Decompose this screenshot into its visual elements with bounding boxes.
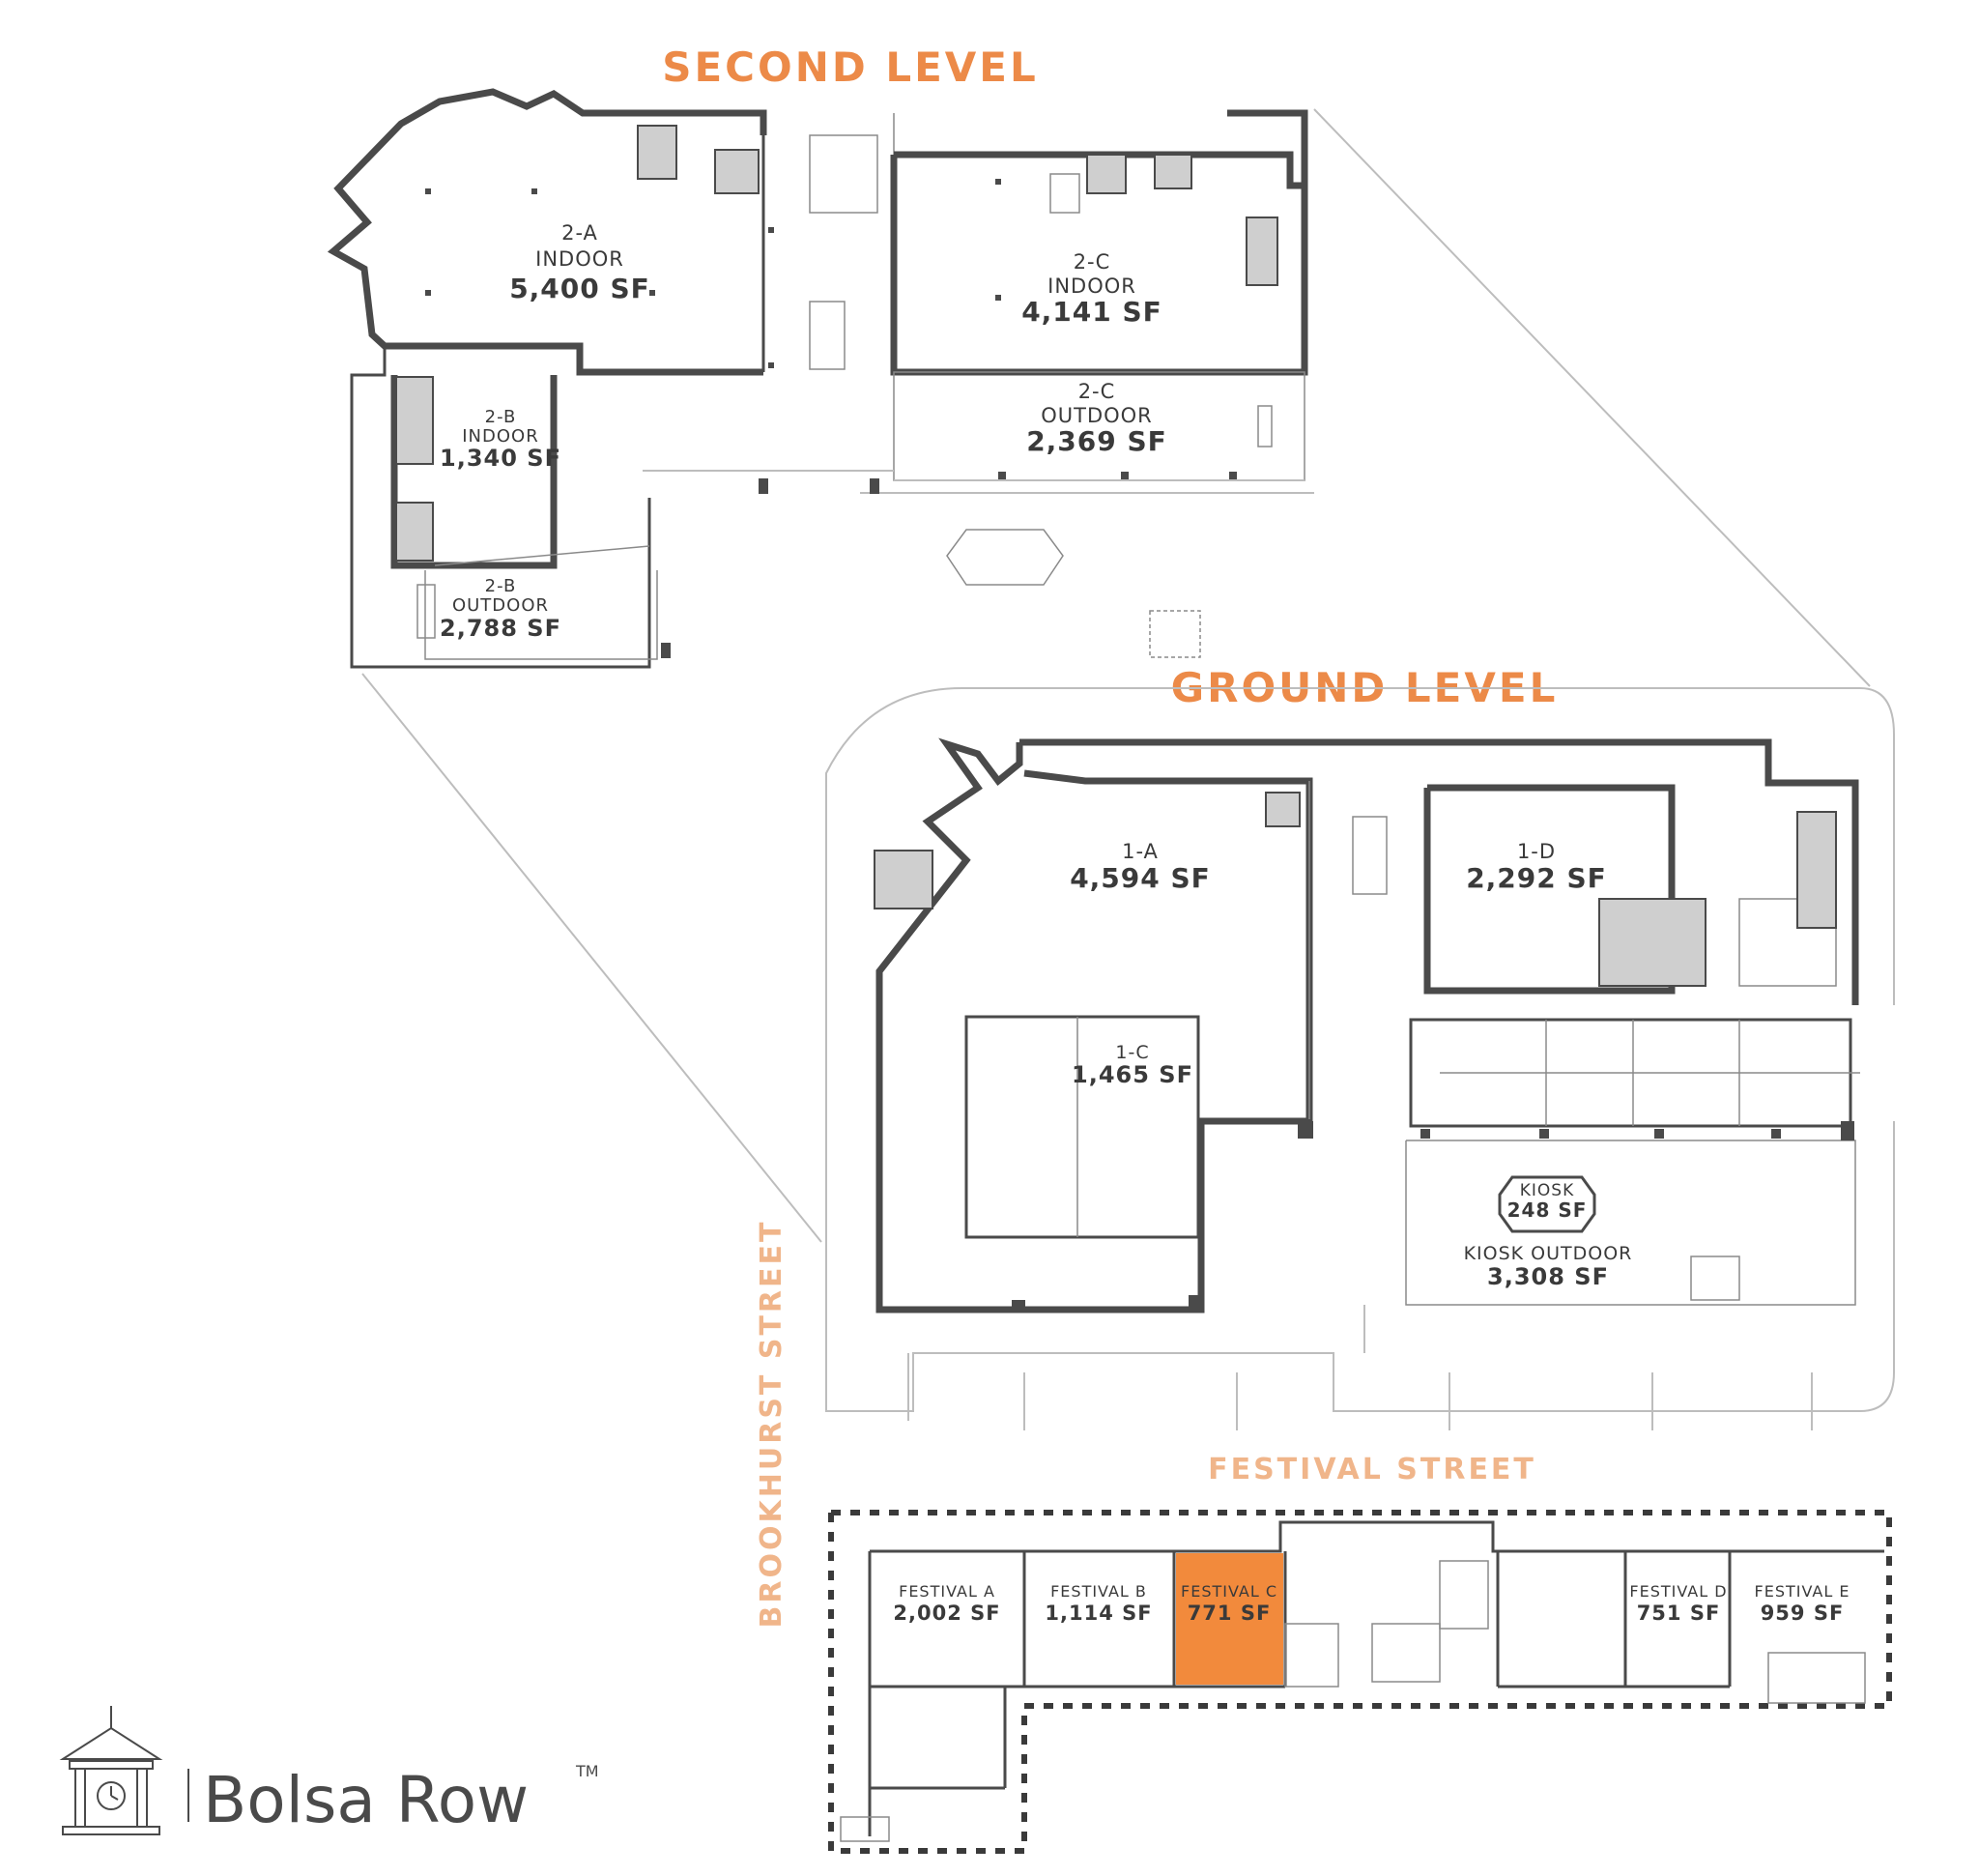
kiosk: KIOSK 248 SF	[1507, 1181, 1588, 1222]
kiosk-outdoor: KIOSK OUTDOOR 3,308 SF	[1464, 1243, 1633, 1290]
svg-text:4,141 SF: 4,141 SF	[1021, 296, 1162, 328]
clock-tower-icon	[59, 1706, 163, 1835]
festival-building-plan	[828, 1510, 1892, 1854]
svg-text:2-B: 2-B	[485, 576, 517, 596]
svg-text:FESTIVAL E: FESTIVAL E	[1755, 1582, 1850, 1601]
svg-text:KIOSK OUTDOOR: KIOSK OUTDOOR	[1464, 1243, 1633, 1264]
svg-text:4,594 SF: 4,594 SF	[1070, 862, 1211, 894]
unit-2b-outdoor: 2-B OUTDOOR 2,788 SF	[440, 576, 561, 642]
level-connector-lines	[361, 108, 1871, 1243]
svg-text:1-C: 1-C	[1115, 1042, 1149, 1063]
svg-text:2-B: 2-B	[485, 407, 517, 427]
svg-text:INDOOR: INDOOR	[535, 247, 624, 271]
svg-text:INDOOR: INDOOR	[462, 426, 538, 447]
svg-text:751 SF: 751 SF	[1637, 1602, 1721, 1625]
second-level-plan	[327, 88, 1314, 669]
unit-festival-a: FESTIVAL A 2,002 SF	[893, 1582, 1000, 1625]
svg-text:KIOSK: KIOSK	[1520, 1181, 1574, 1200]
svg-text:2,292 SF: 2,292 SF	[1466, 862, 1607, 894]
festival-c-highlight	[1176, 1553, 1283, 1685]
svg-text:5,400 SF: 5,400 SF	[509, 273, 650, 304]
svg-text:2,369 SF: 2,369 SF	[1026, 425, 1167, 457]
svg-text:FESTIVAL D: FESTIVAL D	[1629, 1582, 1727, 1601]
svg-text:3,308 SF: 3,308 SF	[1487, 1263, 1609, 1290]
svg-text:1,340 SF: 1,340 SF	[440, 445, 561, 472]
unit-1d: 1-D 2,292 SF	[1466, 840, 1607, 894]
svg-text:248 SF: 248 SF	[1507, 1198, 1588, 1222]
svg-text:FESTIVAL B: FESTIVAL B	[1050, 1582, 1147, 1601]
svg-text:771 SF: 771 SF	[1188, 1602, 1272, 1625]
festival-street-label: FESTIVAL STREET	[1208, 1453, 1536, 1486]
svg-text:2,788 SF: 2,788 SF	[440, 615, 561, 642]
unit-2b-indoor: 2-B INDOOR 1,340 SF	[440, 407, 561, 472]
brookhurst-street-label: BROOKHURST STREET	[755, 1220, 789, 1629]
unit-2c-indoor: 2-C INDOOR 4,141 SF	[1021, 250, 1162, 328]
unit-festival-c: FESTIVAL C 771 SF	[1181, 1582, 1277, 1625]
svg-text:FESTIVAL A: FESTIVAL A	[899, 1582, 995, 1601]
unit-1c: 1-C 1,465 SF	[1072, 1042, 1193, 1088]
logo-trademark: TM	[575, 1762, 599, 1780]
svg-text:959 SF: 959 SF	[1761, 1602, 1845, 1625]
unit-2a: 2-A INDOOR 5,400 SF	[509, 221, 650, 304]
svg-text:2-C: 2-C	[1074, 250, 1111, 274]
svg-text:1,114 SF: 1,114 SF	[1045, 1602, 1152, 1625]
svg-text:FESTIVAL C: FESTIVAL C	[1181, 1582, 1277, 1601]
svg-text:1,465 SF: 1,465 SF	[1072, 1061, 1193, 1088]
unit-2c-outdoor: 2-C OUTDOOR 2,369 SF	[1026, 380, 1167, 457]
svg-text:1-A: 1-A	[1122, 840, 1159, 863]
unit-festival-b: FESTIVAL B 1,114 SF	[1045, 1582, 1152, 1625]
bolsa-row-logo: Bolsa Row TM	[59, 1706, 599, 1837]
svg-text:INDOOR: INDOOR	[1047, 274, 1136, 298]
svg-text:1-D: 1-D	[1517, 840, 1556, 863]
ground-level-plan	[825, 686, 1895, 1430]
svg-text:2,002 SF: 2,002 SF	[893, 1602, 1000, 1625]
unit-1a: 1-A 4,594 SF	[1070, 840, 1211, 894]
svg-text:OUTDOOR: OUTDOOR	[1041, 404, 1153, 427]
svg-text:OUTDOOR: OUTDOOR	[452, 595, 549, 616]
svg-text:2-C: 2-C	[1078, 380, 1116, 403]
logo-wordmark: Bolsa Row	[203, 1763, 529, 1837]
unit-festival-d: FESTIVAL D 751 SF	[1629, 1582, 1727, 1625]
second-level-heading: SECOND LEVEL	[662, 43, 1039, 91]
svg-text:2-A: 2-A	[561, 221, 598, 245]
unit-festival-e: FESTIVAL E 959 SF	[1755, 1582, 1850, 1625]
